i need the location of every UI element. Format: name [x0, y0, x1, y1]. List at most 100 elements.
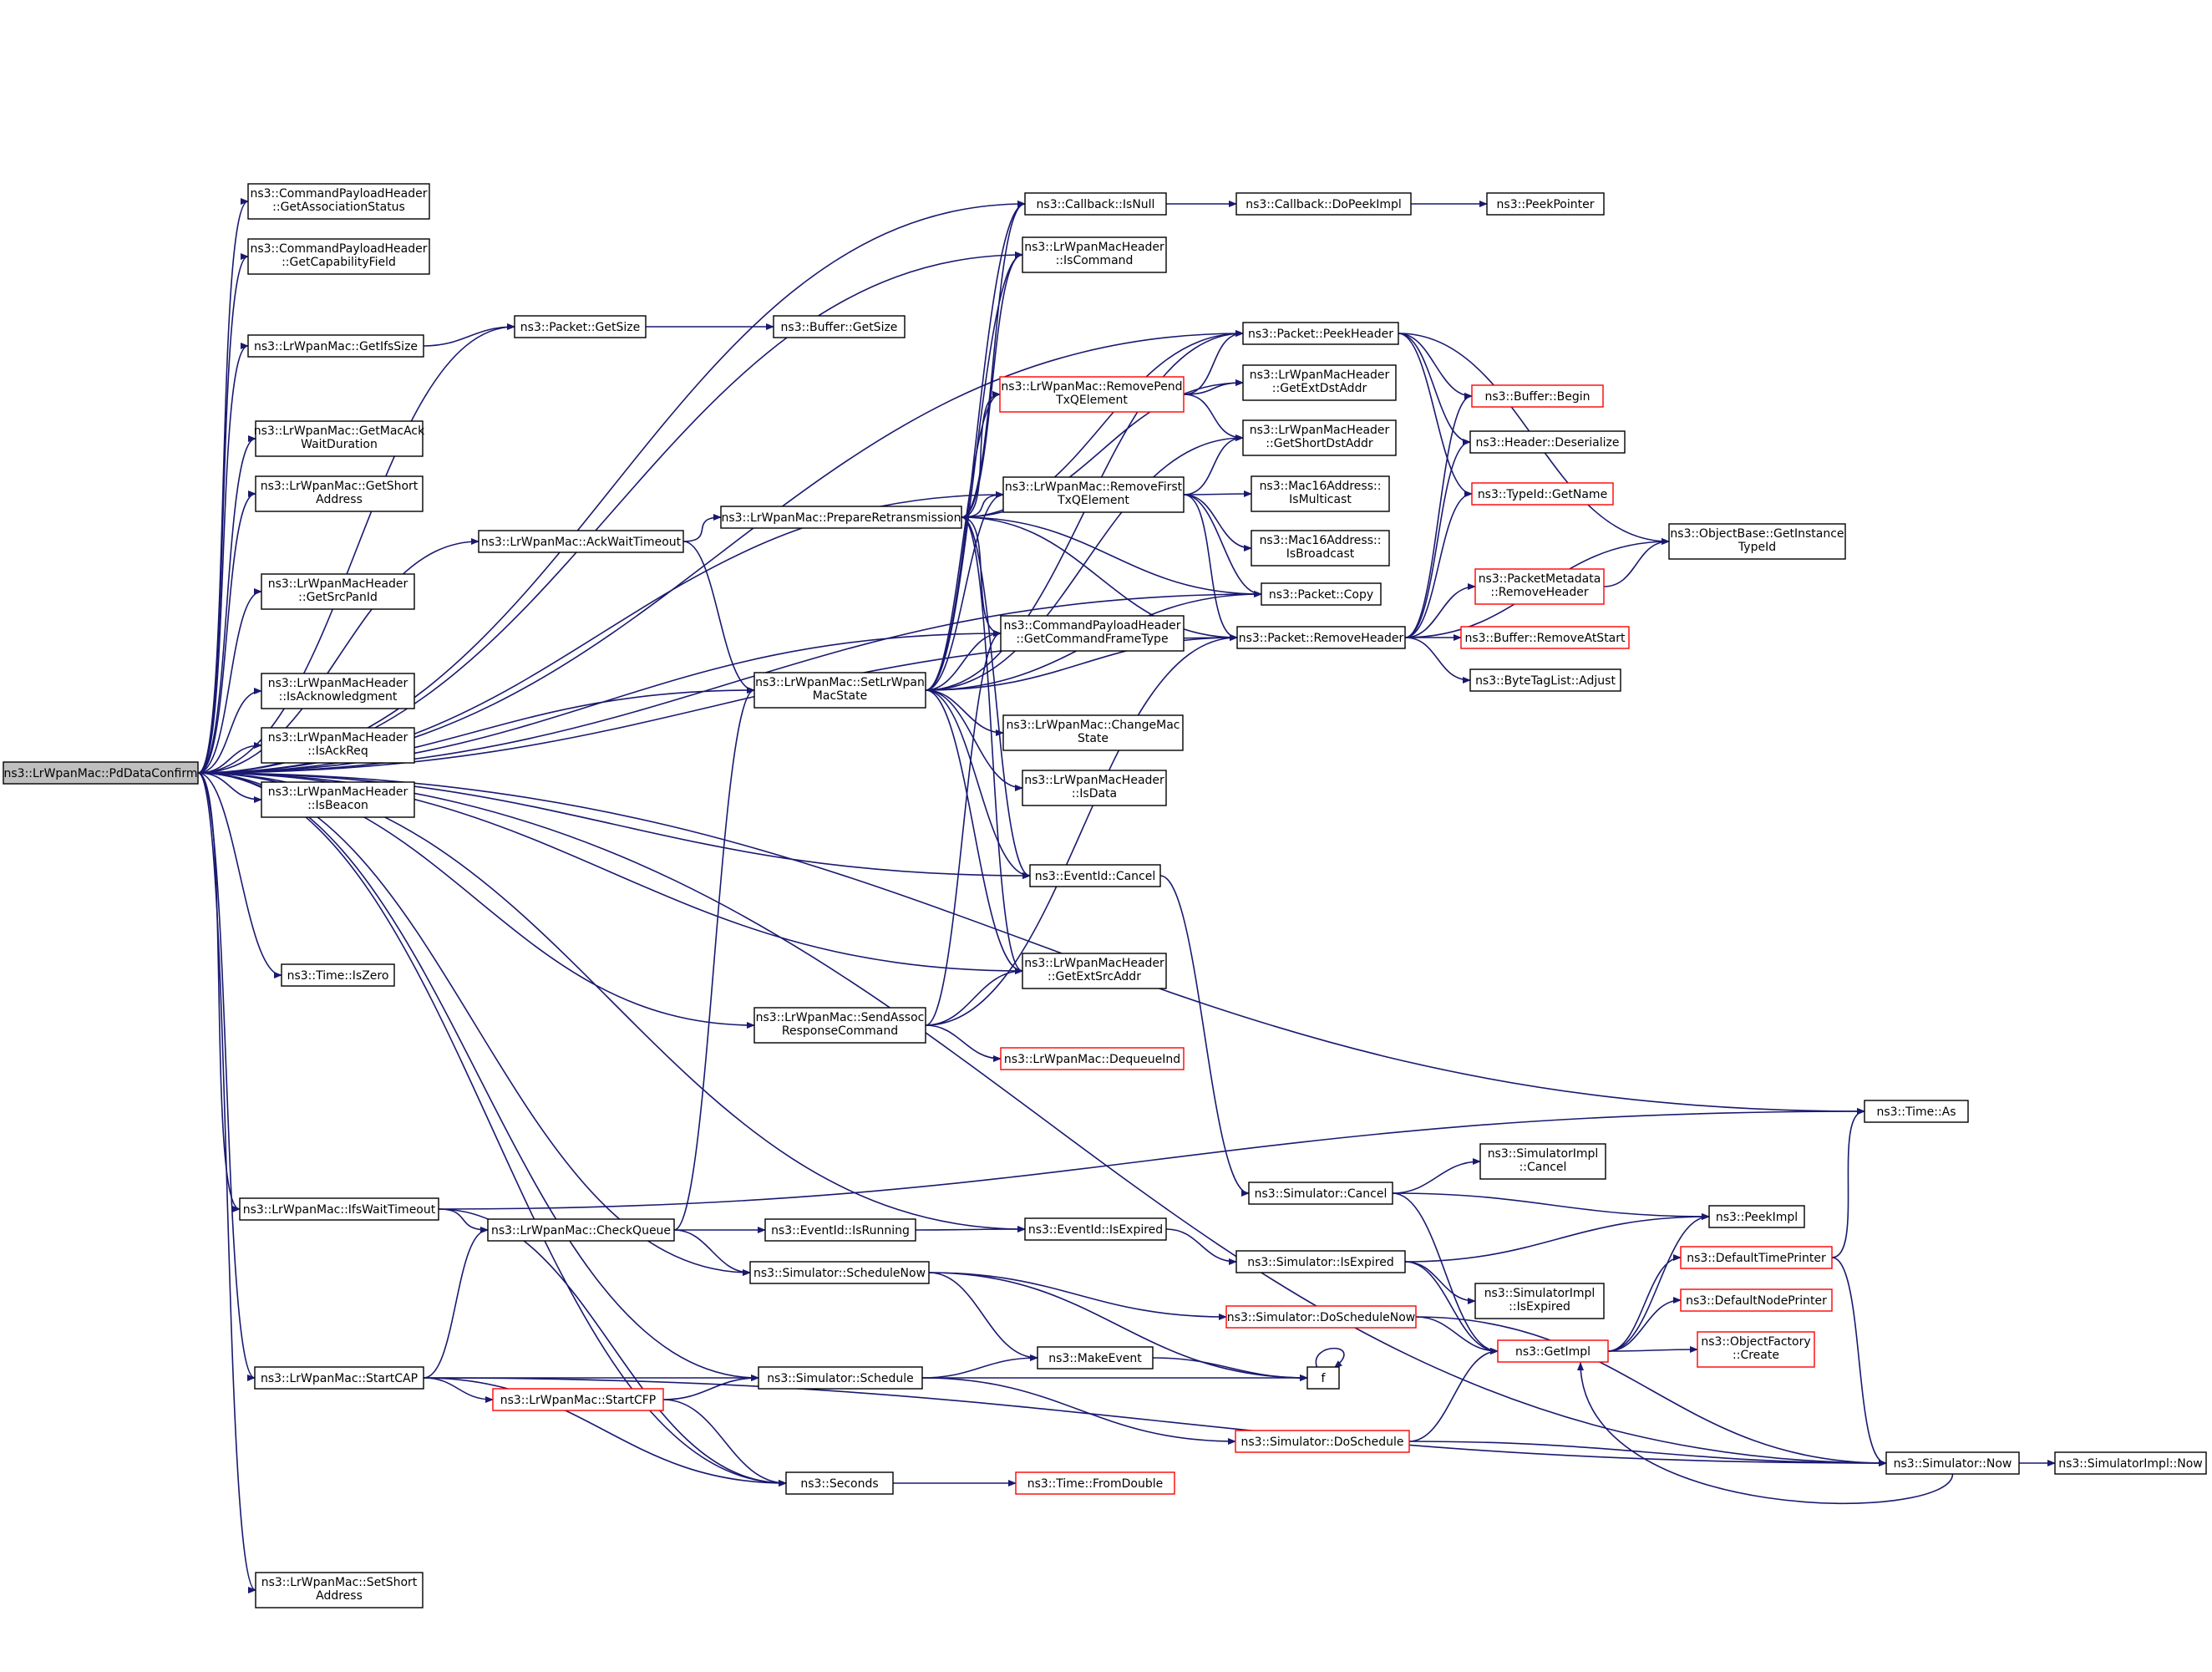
node-simulator-is-expired[interactable]: ns3::Simulator::IsExpired: [1235, 1250, 1406, 1273]
node-simulator-schedule[interactable]: ns3::Simulator::Schedule: [758, 1366, 923, 1390]
node-label: ::GetExtSrcAddr: [1048, 970, 1141, 983]
node-is-acknowledgment[interactable]: ns3::LrWpanMacHeader::IsAcknowledgment: [261, 673, 415, 709]
node-simulator-impl-now[interactable]: ns3::SimulatorImpl::Now: [2054, 1451, 2207, 1475]
node-is-beacon[interactable]: ns3::LrWpanMacHeader::IsBeacon: [261, 781, 415, 818]
edge-pd-data-confirm-to-event-id-is-expired: [197, 772, 1026, 1232]
edge-simulator-cancel-to-peek-impl: [1392, 1192, 1710, 1220]
node-packet-get-size[interactable]: ns3::Packet::GetSize: [514, 315, 647, 338]
node-get-ext-src-addr[interactable]: ns3::LrWpanMacHeader::GetExtSrcAddr: [1022, 953, 1167, 989]
node-object-factory-create[interactable]: ns3::ObjectFactory::Create: [1697, 1331, 1815, 1368]
node-box: [1471, 482, 1614, 506]
edge-get-impl-to-object-factory-create: [1607, 1346, 1698, 1354]
node-prepare-retransmission[interactable]: ns3::LrWpanMac::PrepareRetransmission: [720, 506, 962, 529]
node-box: [255, 1572, 424, 1608]
node-type-id-get-name[interactable]: ns3::TypeId::GetName: [1471, 482, 1614, 506]
node-callback-do-peek-impl[interactable]: ns3::Callback::DoPeekImpl: [1235, 192, 1412, 216]
node-get-association-status[interactable]: ns3::CommandPayloadHeader::GetAssociatio…: [247, 183, 430, 220]
node-peek-pointer[interactable]: ns3::PeekPointer: [1486, 192, 1605, 216]
edge-check-queue-to-set-lr-wpan-mac-state: [673, 687, 755, 1231]
node-box: [1469, 430, 1626, 454]
node-default-time-printer[interactable]: ns3::DefaultTimePrinter: [1680, 1246, 1833, 1269]
node-ack-wait-timeout[interactable]: ns3::LrWpanMac::AckWaitTimeout: [478, 530, 684, 553]
node-label: Address: [316, 493, 363, 506]
node-default-node-printer[interactable]: ns3::DefaultNodePrinter: [1680, 1288, 1833, 1312]
node-packet-remove-header[interactable]: ns3::Packet::RemoveHeader: [1236, 626, 1406, 649]
edge-pd-data-confirm-to-time-as: [197, 772, 1865, 1115]
node-dequeue-ind[interactable]: ns3::LrWpanMac::DequeueInd: [1000, 1047, 1185, 1070]
edge-remove-first-tx-q-element-to-mac16-is-broadcast: [1183, 494, 1252, 551]
node-pd-data-confirm[interactable]: ns3::LrWpanMac::PdDataConfirm: [3, 761, 199, 785]
node-simulator-do-schedule-now[interactable]: ns3::Simulator::DoScheduleNow: [1225, 1305, 1417, 1329]
node-label: ns3::PacketMetadata: [1479, 572, 1601, 586]
node-label: ns3::ObjectBase::GetInstance: [1670, 527, 1844, 541]
node-box: [247, 334, 424, 358]
node-box: [2054, 1451, 2207, 1475]
node-label: ns3::Simulator::Cancel: [1255, 1187, 1388, 1201]
node-simulator-cancel[interactable]: ns3::Simulator::Cancel: [1248, 1182, 1393, 1205]
node-simulator-schedule-now[interactable]: ns3::Simulator::ScheduleNow: [749, 1261, 930, 1284]
node-label: TypeId: [1738, 541, 1776, 554]
node-is-data[interactable]: ns3::LrWpanMacHeader::IsData: [1022, 770, 1167, 806]
edge-pd-data-confirm-to-simulator-schedule: [197, 772, 759, 1381]
node-byte-tag-list-adjust[interactable]: ns3::ByteTagList::Adjust: [1469, 668, 1621, 692]
node-event-id-is-expired[interactable]: ns3::EventId::IsExpired: [1024, 1217, 1167, 1241]
node-buffer-get-size[interactable]: ns3::Buffer::GetSize: [773, 315, 906, 338]
node-simulator-do-schedule[interactable]: ns3::Simulator::DoSchedule: [1235, 1430, 1410, 1453]
node-simulator-now[interactable]: ns3::Simulator::Now: [1885, 1451, 2020, 1475]
node-event-id-cancel[interactable]: ns3::EventId::Cancel: [1029, 864, 1161, 887]
node-packet-metadata-remove-header[interactable]: ns3::PacketMetadata::RemoveHeader: [1474, 568, 1605, 605]
node-get-ifs-size[interactable]: ns3::LrWpanMac::GetIfsSize: [247, 334, 424, 358]
node-f[interactable]: f: [1306, 1366, 1340, 1390]
node-get-capability-field[interactable]: ns3::CommandPayloadHeader::GetCapability…: [247, 238, 430, 275]
node-is-ack-req[interactable]: ns3::LrWpanMacHeader::IsAckReq: [261, 727, 415, 764]
edge-prepare-retransmission-to-packet-copy: [961, 516, 1262, 597]
node-get-ext-dst-addr[interactable]: ns3::LrWpanMacHeader::GetExtDstAddr: [1242, 364, 1397, 401]
node-ifs-wait-timeout[interactable]: ns3::LrWpanMac::IfsWaitTimeout: [239, 1197, 439, 1221]
node-label: IsMulticast: [1289, 493, 1352, 506]
node-mac16-is-broadcast[interactable]: ns3::Mac16Address::IsBroadcast: [1251, 530, 1390, 567]
node-get-command-frame-type[interactable]: ns3::CommandPayloadHeader::GetCommandFra…: [1000, 615, 1185, 652]
node-label: ns3::Packet::PeekHeader: [1248, 328, 1393, 341]
node-start-cfp[interactable]: ns3::LrWpanMac::StartCFP: [492, 1388, 664, 1411]
node-get-src-pan-id[interactable]: ns3::LrWpanMacHeader::GetSrcPanId: [261, 573, 415, 610]
node-is-command[interactable]: ns3::LrWpanMacHeader::IsCommand: [1022, 236, 1167, 273]
node-simulator-impl-cancel[interactable]: ns3::SimulatorImpl::Cancel: [1479, 1143, 1606, 1180]
node-box: [478, 530, 684, 553]
node-label: ::GetExtDstAddr: [1272, 382, 1367, 395]
node-packet-peek-header[interactable]: ns3::Packet::PeekHeader: [1242, 322, 1399, 345]
node-simulator-impl-is-expired[interactable]: ns3::SimulatorImpl::IsExpired: [1474, 1283, 1605, 1319]
node-box: [1306, 1366, 1340, 1390]
edge-event-id-cancel-to-simulator-cancel: [1159, 875, 1250, 1197]
node-mac16-is-multicast[interactable]: ns3::Mac16Address::IsMulticast: [1251, 475, 1390, 512]
node-peek-impl[interactable]: ns3::PeekImpl: [1708, 1205, 1805, 1228]
node-box: [3, 761, 199, 785]
node-time-as[interactable]: ns3::Time::As: [1864, 1100, 1969, 1123]
node-label: ns3::MakeEvent: [1048, 1352, 1142, 1365]
node-start-cap[interactable]: ns3::LrWpanMac::StartCAP: [254, 1366, 424, 1390]
node-seconds[interactable]: ns3::Seconds: [785, 1471, 894, 1495]
node-buffer-remove-at-start[interactable]: ns3::Buffer::RemoveAtStart: [1460, 626, 1630, 649]
node-packet-copy[interactable]: ns3::Packet::Copy: [1261, 582, 1382, 606]
node-get-impl[interactable]: ns3::GetImpl: [1497, 1339, 1609, 1363]
node-event-id-is-running[interactable]: ns3::EventId::IsRunning: [764, 1218, 916, 1242]
node-box: [254, 1366, 424, 1390]
node-callback-is-null[interactable]: ns3::Callback::IsNull: [1024, 192, 1167, 216]
node-time-is-zero[interactable]: ns3::Time::IsZero: [281, 963, 395, 987]
edge-simulator-do-schedule-to-simulator-now: [1408, 1441, 1887, 1466]
node-header-deserialize[interactable]: ns3::Header::Deserialize: [1469, 430, 1626, 454]
node-time-from-double[interactable]: ns3::Time::FromDouble: [1015, 1471, 1175, 1495]
node-get-short-dst-addr[interactable]: ns3::LrWpanMacHeader::GetShortDstAddr: [1242, 419, 1397, 456]
node-make-event[interactable]: ns3::MakeEvent: [1037, 1346, 1154, 1370]
node-check-queue[interactable]: ns3::LrWpanMac::CheckQueue: [487, 1218, 675, 1242]
node-label: ::IsCommand: [1056, 254, 1134, 267]
node-buffer-begin[interactable]: ns3::Buffer::Begin: [1471, 384, 1604, 408]
